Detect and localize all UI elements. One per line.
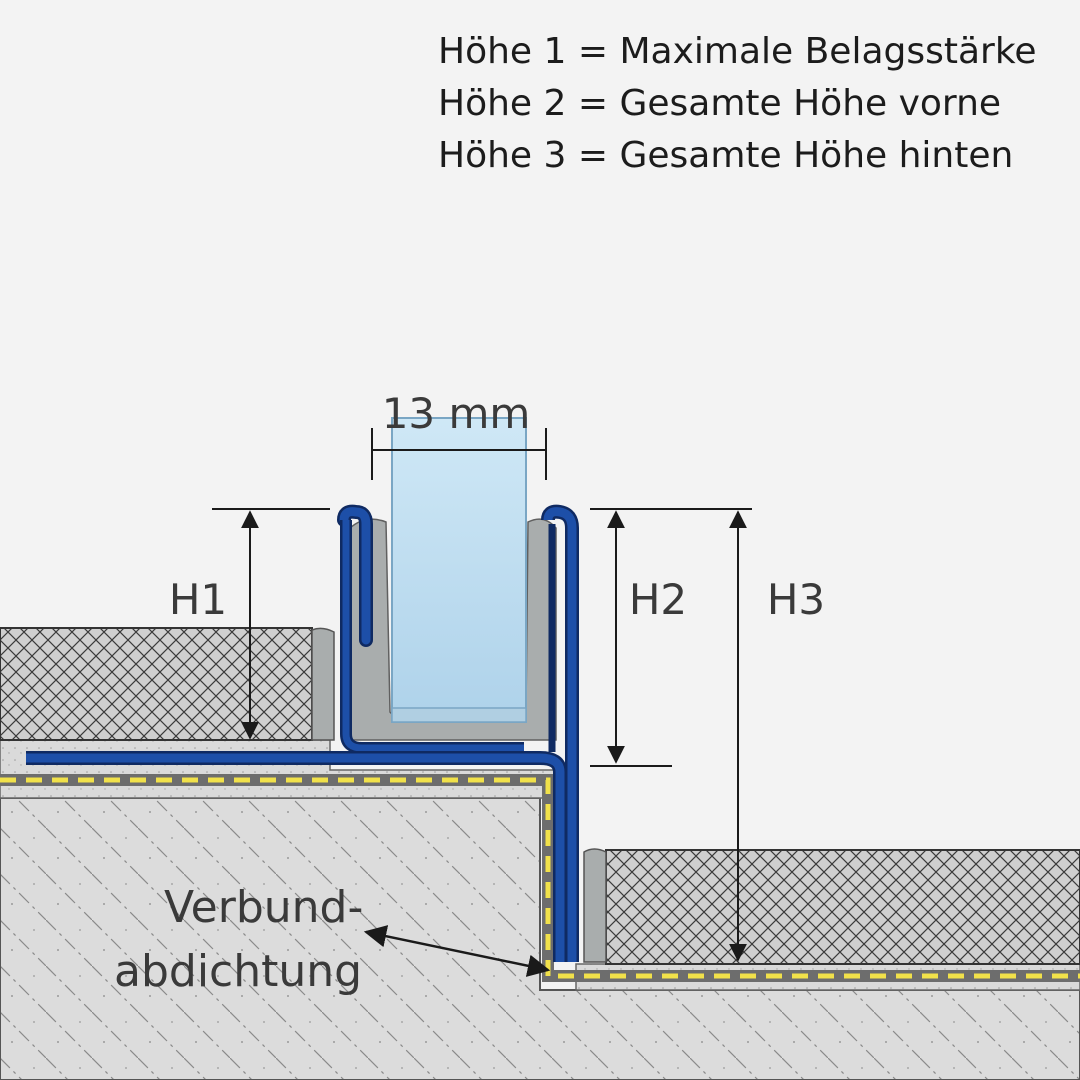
waterproofing-label-line1: Verbund- — [164, 882, 363, 933]
h1-label: H1 — [169, 575, 227, 624]
width-label: 13 mm — [382, 389, 531, 438]
tile-left — [0, 627, 313, 741]
glass-pane — [391, 417, 527, 723]
dimension-h3 — [672, 508, 752, 962]
dimension-width — [371, 428, 547, 480]
h2-label: H2 — [629, 575, 687, 624]
waterproofing-label-line2: abdichtung — [114, 946, 362, 997]
legend: Höhe 1 = Maximale Belagsstärke Höhe 2 = … — [438, 26, 1037, 182]
legend-item-hoehe-1: Höhe 1 = Maximale Belagsstärke — [438, 31, 1037, 72]
dimension-h1 — [212, 508, 330, 740]
waterproofing-pointer-arrow — [363, 925, 551, 977]
waterproofing-dashes — [0, 777, 1080, 979]
legend-item-hoehe-3: Höhe 3 = Gesamte Höhe hinten — [438, 135, 1014, 176]
legend-item-hoehe-2: Höhe 2 = Gesamte Höhe vorne — [438, 83, 1002, 124]
u-profile — [26, 504, 579, 962]
tile-right — [605, 849, 1080, 965]
joint-filler-left — [311, 627, 335, 741]
glass-pane-bottom-edge — [391, 707, 527, 723]
joint-filler-right — [583, 848, 607, 963]
h3-label: H3 — [767, 575, 825, 624]
dimension-h2 — [590, 508, 672, 767]
